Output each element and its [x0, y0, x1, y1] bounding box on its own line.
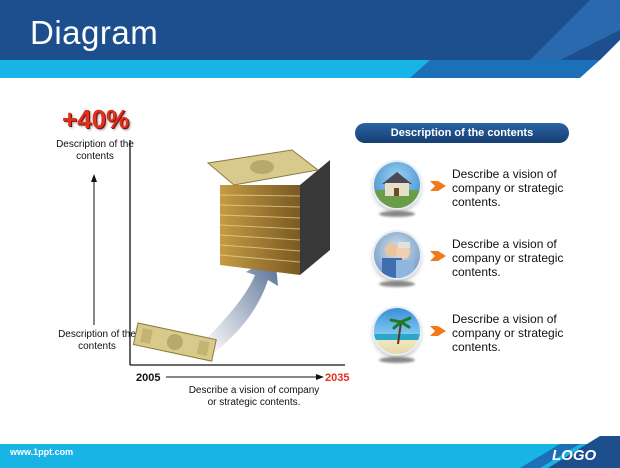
x-axis-description: Describe a vision of company or strategi…	[188, 385, 320, 408]
growth-label: +40%	[62, 104, 130, 134]
panel-item-text: Describe a vision of company or strategi…	[452, 312, 564, 354]
header-band: Diagram	[0, 0, 620, 78]
house-icon-shadow	[379, 211, 415, 217]
panel-item-text: Describe a vision of company or strategi…	[452, 167, 564, 209]
y-top-description: Description of the contents	[56, 139, 134, 162]
footer-band	[0, 436, 620, 468]
panel-header: Description of the contents	[355, 123, 569, 143]
growth-arrow-shape	[205, 255, 278, 352]
beach-icon-shadow	[379, 357, 415, 363]
y-bottom-description: Description of the contents	[58, 329, 136, 352]
footer-url: www.1ppt.com	[10, 447, 74, 457]
item-arrow-icon	[430, 326, 446, 336]
logo: LOGO	[552, 447, 597, 464]
year-start: 2005	[136, 372, 161, 384]
y-arrow-head	[91, 174, 97, 182]
single-bill-icon	[132, 322, 217, 362]
item-arrow-icon	[430, 251, 446, 261]
year-end: 2035	[325, 372, 350, 384]
page-title: Diagram	[30, 14, 159, 51]
money-stack-icon	[206, 149, 330, 275]
house-icon	[374, 162, 420, 208]
beach-icon	[374, 308, 420, 354]
item-arrow-icon	[430, 181, 446, 191]
x-arrow-head	[316, 374, 324, 380]
panel-item-text: Describe a vision of company or strategi…	[452, 237, 564, 279]
couple-icon	[374, 232, 420, 278]
header-shapes	[0, 0, 620, 78]
couple-icon-shadow	[379, 281, 415, 287]
